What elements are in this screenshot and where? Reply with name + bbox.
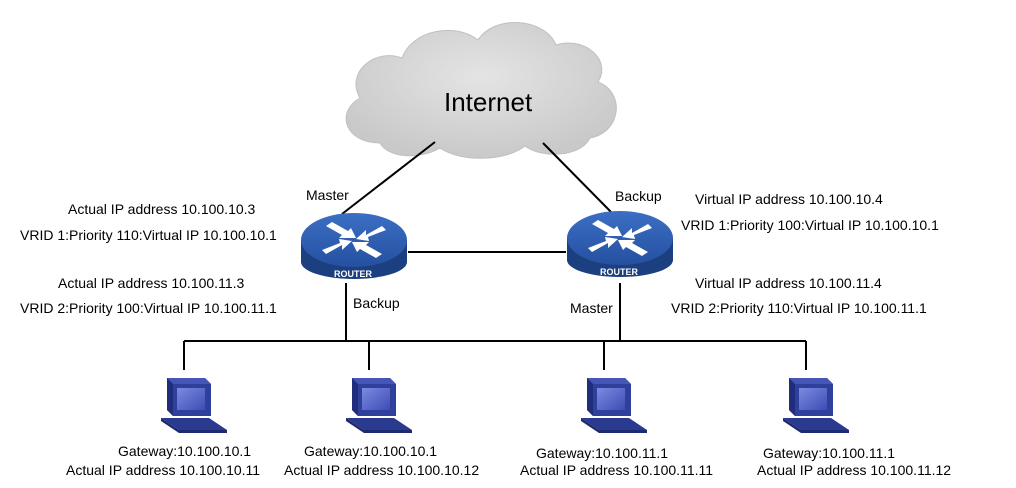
link-cloud-left-router [341,141,436,215]
network-links [183,141,807,370]
right-router-role-bottom: Master [570,300,613,316]
right-router-ip-2: Virtual IP address 10.100.11.4 [695,275,882,291]
internet-cloud-icon [345,21,617,159]
right-router-vrid-1: VRID 1:Priority 100:Virtual IP 10.100.10… [681,217,939,233]
host-2-gateway: Gateway:10.100.10.1 [304,443,438,459]
host-4-gateway: Gateway:10.100.11.1 [763,445,896,461]
host-3-gateway: Gateway:10.100.11.1 [536,445,669,461]
host-4-pc-icon [783,378,849,433]
left-router-vrid-1: VRID 1:Priority 110:Virtual IP 10.100.10… [20,227,277,243]
internet-label: Internet [444,87,533,117]
right-router-ip-1: Virtual IP address 10.100.10.4 [695,191,883,207]
host-3-ip: Actual IP address 10.100.11.11 [520,462,714,478]
right-router-vrid-2: VRID 2:Priority 110:Virtual IP 10.100.11… [671,300,927,316]
host-1-ip: Actual IP address 10.100.10.11 [66,462,261,478]
right-router-role-top: Backup [615,188,662,204]
left-router-ip-1: Actual IP address 10.100.10.3 [68,201,256,217]
host-1-pc-icon [161,378,227,433]
host-4-ip: Actual IP address 10.100.11.12 [757,462,952,478]
left-router-vrid-2: VRID 2:Priority 100:Virtual IP 10.100.11… [20,300,277,316]
left-router-ip-2: Actual IP address 10.100.11.3 [58,275,245,291]
host-2-pc-icon [346,378,412,433]
left-router-role-bottom: Backup [353,295,400,311]
host-3-pc-icon [581,378,647,433]
router-right-badge: ROUTER [600,267,638,277]
host-1-gateway: Gateway:10.100.10.1 [118,443,252,459]
router-left-badge: ROUTER [334,269,372,279]
left-router-role-top: Master [306,187,349,203]
host-2-ip: Actual IP address 10.100.10.12 [284,462,480,478]
link-cloud-right-router [542,142,612,213]
